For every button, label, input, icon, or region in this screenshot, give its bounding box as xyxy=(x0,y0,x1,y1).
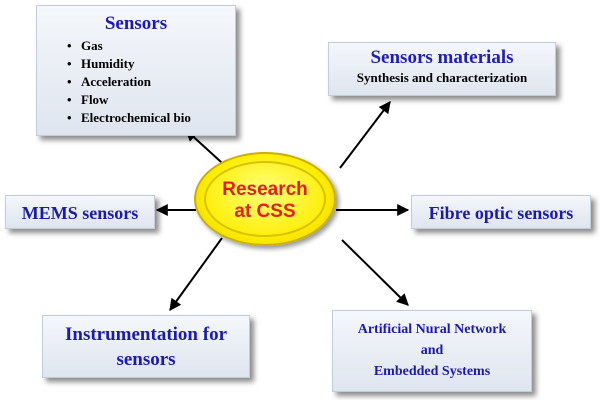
sensors-item-acceleration: Acceleration xyxy=(67,73,235,91)
sensors-item-flow: Flow xyxy=(67,91,235,109)
center-label-line2: at CSS xyxy=(234,201,296,222)
arrow-to-instrumentation xyxy=(169,237,223,311)
sensors-item-gas: Gas xyxy=(67,37,235,55)
research-at-css-ellipse: Research at CSS xyxy=(194,152,336,246)
ann-line3: Embedded Systems xyxy=(373,364,491,379)
sensors-box: Sensors Gas Humidity Acceleration Flow E… xyxy=(36,5,236,136)
arrow-to-materials xyxy=(339,101,391,169)
sensors-materials-box: Sensors materials Synthesis and characte… xyxy=(328,42,556,96)
arrow-to-ann xyxy=(341,239,409,306)
center-label: Research at CSS xyxy=(196,179,334,223)
mems-sensors-box: MEMS sensors xyxy=(5,195,155,229)
fibre-optic-sensors-box: Fibre optic sensors xyxy=(411,195,591,229)
sensors-title: Sensors xyxy=(104,13,168,34)
center-label-line1: Research xyxy=(222,179,308,200)
ann-embedded-box: Artificial Nural Network and Embedded Sy… xyxy=(332,310,532,392)
instrumentation-line2: sensors xyxy=(116,349,176,370)
sensors-materials-title: Sensors materials xyxy=(370,47,514,68)
sensors-list: Gas Humidity Acceleration Flow Electroch… xyxy=(37,37,235,127)
ann-line1: Artificial Nural Network xyxy=(357,322,507,337)
sensors-item-electrochemical-bio: Electrochemical bio xyxy=(67,109,235,127)
instrumentation-box: Instrumentation for sensors xyxy=(42,315,250,378)
fibre-optic-sensors-label: Fibre optic sensors xyxy=(428,203,574,223)
ellipse-inner-ring xyxy=(204,161,326,237)
sensors-materials-subtitle: Synthesis and characterization xyxy=(356,70,528,85)
instrumentation-line1: Instrumentation for xyxy=(64,324,228,345)
ann-line2: and xyxy=(420,343,444,358)
mems-sensors-label: MEMS sensors xyxy=(21,203,139,223)
sensors-item-humidity: Humidity xyxy=(67,55,235,73)
